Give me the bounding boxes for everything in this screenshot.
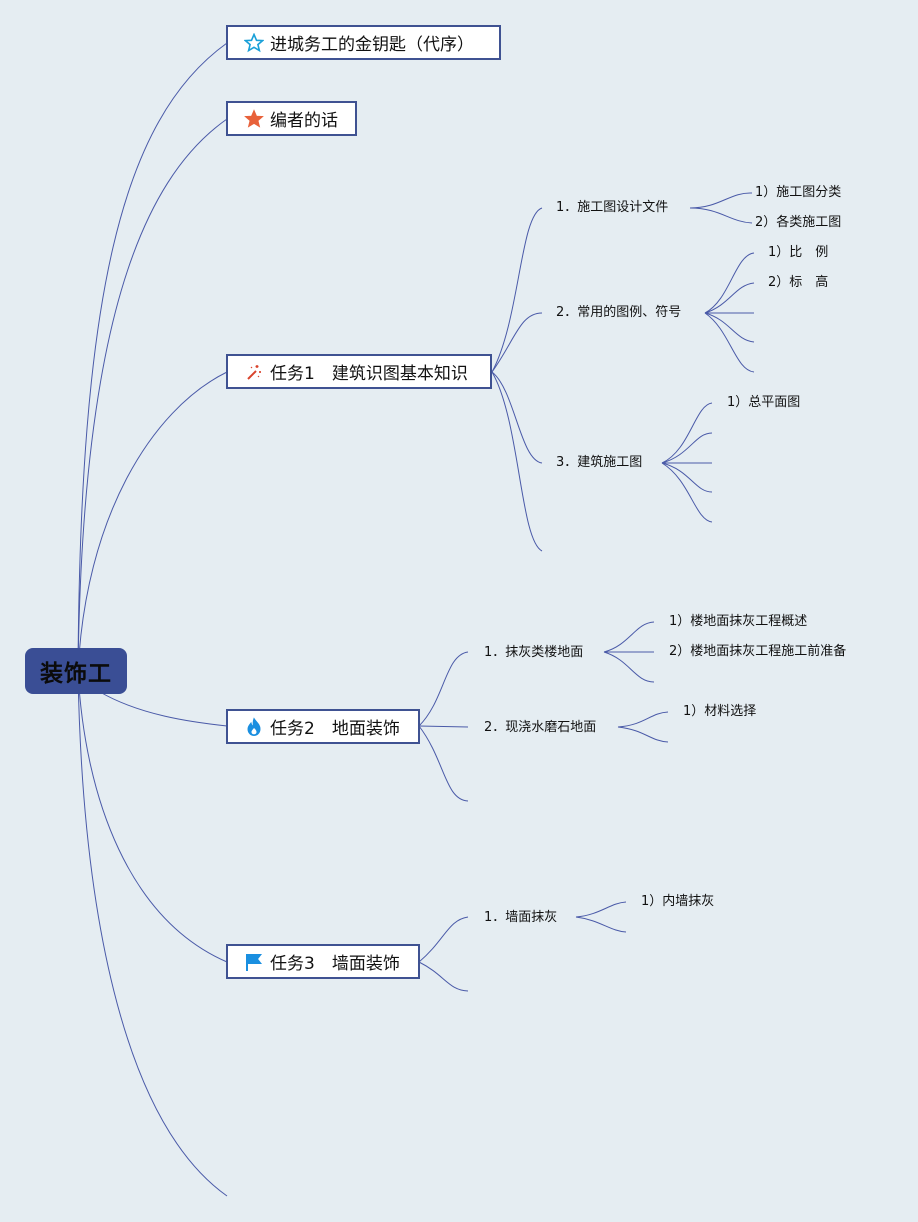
item-2-1-2[interactable]: 2）楼地面抹灰工程施工前准备	[669, 644, 847, 659]
node-task-2[interactable]: 任务2 地面装饰	[226, 709, 420, 744]
node-label: 任务3 墙面装饰	[270, 954, 400, 974]
node-label: 任务2 地面装饰	[270, 719, 400, 739]
item-1-2-1[interactable]: 1）比 例	[768, 245, 829, 260]
section-3-1[interactable]: 1．墙面抹灰	[484, 910, 558, 925]
root-node[interactable]: 装饰工	[25, 648, 127, 694]
section-2-2[interactable]: 2．现浇水磨石地面	[484, 720, 597, 735]
item-1-3-1[interactable]: 1）总平面图	[727, 395, 801, 410]
item-1-1-1[interactable]: 1）施工图分类	[755, 185, 842, 200]
star-outline-icon	[244, 32, 264, 53]
node-preface[interactable]: 进城务工的金钥匙（代序）	[226, 25, 501, 60]
item-1-1-2[interactable]: 2）各类施工图	[755, 215, 842, 230]
section-2-1[interactable]: 1．抹灰类楼地面	[484, 645, 584, 660]
node-label: 编者的话	[270, 111, 338, 131]
node-task-1[interactable]: 任务1 建筑识图基本知识	[226, 354, 492, 389]
item-2-1-1[interactable]: 1）楼地面抹灰工程概述	[669, 614, 808, 629]
node-label: 任务1 建筑识图基本知识	[270, 364, 468, 384]
section-1-1[interactable]: 1．施工图设计文件	[556, 200, 669, 215]
flame-icon	[244, 716, 264, 737]
section-1-3[interactable]: 3．建筑施工图	[556, 455, 643, 470]
section-1-2[interactable]: 2．常用的图例、符号	[556, 305, 682, 320]
node-editors-note[interactable]: 编者的话	[226, 101, 357, 136]
magic-wand-icon	[244, 362, 264, 382]
root-label: 装饰工	[40, 661, 112, 687]
node-label: 进城务工的金钥匙（代序）	[270, 35, 474, 55]
item-3-1-1[interactable]: 1）内墙抹灰	[641, 894, 715, 909]
item-2-2-1[interactable]: 1）材料选择	[683, 704, 757, 719]
flag-icon	[244, 952, 264, 972]
node-task-3[interactable]: 任务3 墙面装饰	[226, 944, 420, 979]
star-filled-icon	[244, 108, 264, 129]
item-1-2-2[interactable]: 2）标 高	[768, 275, 829, 290]
